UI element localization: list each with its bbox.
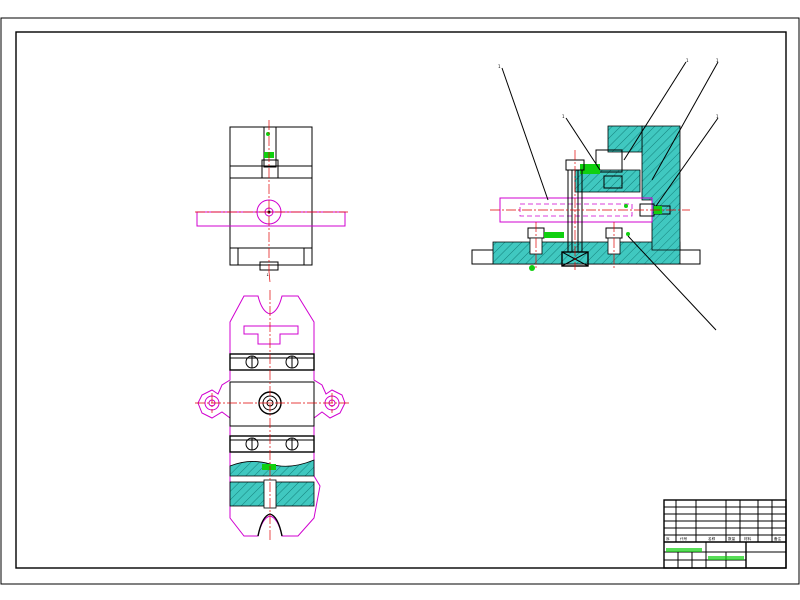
balloon-label: 1 bbox=[716, 114, 719, 119]
inner-frame bbox=[15, 31, 787, 569]
balloon-label: 1 bbox=[716, 58, 719, 63]
title-block-header: 备注 bbox=[774, 536, 782, 541]
title-block-header: 名称 bbox=[708, 536, 716, 541]
balloon-label: 1 bbox=[686, 58, 689, 63]
title-block-header: 材料 bbox=[744, 536, 752, 541]
balloon-label: 1 bbox=[498, 64, 501, 69]
leader-lines bbox=[501, 61, 719, 331]
svg-text:↓: ↓ bbox=[266, 272, 269, 277]
title-block-header: 数量 bbox=[728, 536, 736, 541]
title-block bbox=[663, 499, 787, 569]
front-view: ↓ bbox=[195, 120, 348, 283]
balloon-label: 1 bbox=[562, 114, 565, 119]
title-block-header: 代号 bbox=[680, 536, 688, 541]
section-view bbox=[471, 125, 701, 271]
top-view bbox=[195, 290, 350, 540]
title-block-header: 序 bbox=[666, 536, 670, 541]
outer-frame bbox=[0, 17, 800, 585]
